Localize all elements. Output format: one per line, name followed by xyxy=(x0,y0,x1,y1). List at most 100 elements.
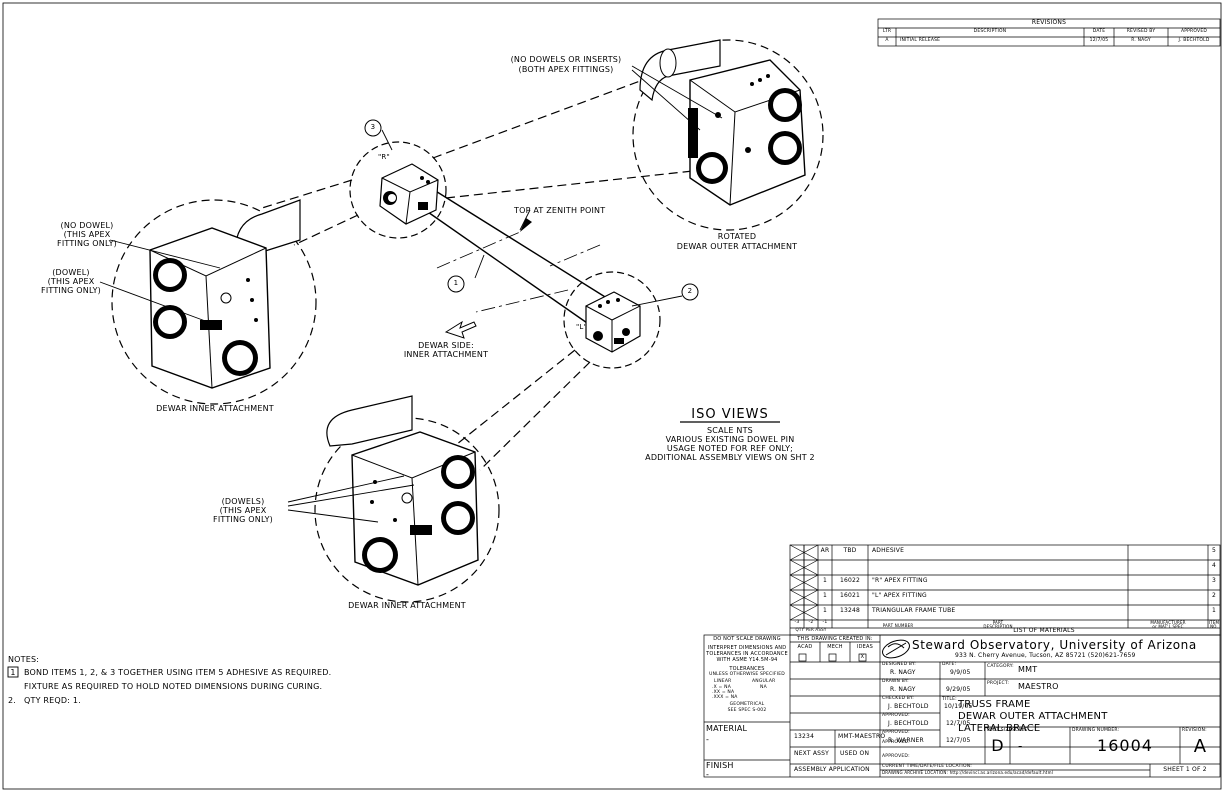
label-r: "R" xyxy=(378,153,390,161)
material-value: - xyxy=(706,735,710,744)
note-dowel-line2: (THIS APEX xyxy=(47,277,95,286)
title-block-grid xyxy=(703,634,1221,778)
rev-header-date: DATE xyxy=(1092,29,1106,34)
bom-row-3-desc: "R" APEX FITTING xyxy=(872,577,928,584)
iso-line-4: ADDITIONAL ASSEMBLY VIEWS ON SHT 2 xyxy=(645,453,815,462)
bom-row-4-desc: "L" APEX FITTING xyxy=(872,592,927,599)
approved4-label: APPROVED: xyxy=(882,754,910,759)
bom-row-3-qty: 1 xyxy=(822,577,828,584)
angular-value: NA xyxy=(760,685,767,690)
created-in-label: THIS DRAWING CREATED IN: xyxy=(797,636,873,642)
l-apex-fitting xyxy=(585,291,641,353)
rev-header-revised-by: REVISED BY xyxy=(1126,29,1156,34)
note-2-text: QTY REQD: 1. xyxy=(24,696,81,705)
list-of-materials: LIST OF MATERIALS xyxy=(1013,627,1075,634)
assembly-application: ASSEMBLY APPLICATION xyxy=(794,766,870,773)
organization-name: Steward Observatory, University of Arizo… xyxy=(912,638,1197,652)
checked-label: CHECKED BY: xyxy=(882,696,914,701)
approved3-label: APPROVED: xyxy=(882,740,910,745)
next-assy-value: 13234 xyxy=(794,733,815,740)
r-apex-fitting xyxy=(379,163,439,225)
bottom-inner-attachment-view xyxy=(326,395,479,586)
plot-size-label: PLOT SIZE xyxy=(987,728,1012,733)
bom-desc-header-2: DESCRIPTION xyxy=(983,624,1013,629)
steward-logo-icon xyxy=(882,639,910,659)
detail-circle-left xyxy=(111,199,317,405)
bom-row-1-desc: ADHESIVE xyxy=(872,547,905,554)
rev-date: 12/7/05 xyxy=(1089,38,1109,43)
dewar-side-line1: DEWAR SIDE: xyxy=(418,341,474,350)
used-on-label: USED ON xyxy=(840,750,870,757)
note-dowel-line3: FITTING ONLY) xyxy=(41,286,101,295)
finish-value: - xyxy=(706,770,710,779)
iso-line-2: VARIOUS EXISTING DOWEL PIN xyxy=(665,435,795,444)
interpret-line-2: TOLERANCES IN ACCORDANCE xyxy=(706,651,788,657)
tol-x: .X = NA xyxy=(712,685,731,690)
bom-row-5-item: 1 xyxy=(1211,607,1217,614)
unless-specified: UNLESS OTHERWISE SPECIFIED xyxy=(709,672,785,677)
rev-revised-by: R. NAGY xyxy=(1131,38,1151,43)
bom-dash-3: -3 xyxy=(794,620,800,625)
bom-item-header-2: NO. xyxy=(1210,624,1218,629)
interpret-line-3: WITH ASME Y14.5M-94 xyxy=(716,657,778,663)
iso-views-title: ISO VIEWS xyxy=(691,407,769,422)
current-time-label: CURRENT TIME/DATE/FILE LOCATION: xyxy=(882,764,972,769)
sheet-number: SHEET 1 OF 2 xyxy=(1163,766,1207,773)
title-line-2: DEWAR OUTER ATTACHMENT xyxy=(958,711,1108,722)
bom-item-header-1: ITEM xyxy=(1208,620,1220,625)
cad-ideas: IDEAS xyxy=(856,644,874,650)
rotated-outer-attachment-view xyxy=(639,39,806,206)
approved2-date: 12/7/05 xyxy=(946,737,971,744)
note-top-zenith: TOP AT ZENITH POINT xyxy=(514,206,606,215)
drawing-number: 16004 xyxy=(1097,736,1153,755)
note-dowels-line3: FITTING ONLY) xyxy=(213,515,273,524)
title-line-1: TRUSS FRAME xyxy=(958,699,1031,710)
drawn-label: DRAWN BY: xyxy=(882,679,909,684)
note-dowels-line1: (DOWELS) xyxy=(221,497,265,506)
rotated-caption-line1: ROTATED xyxy=(717,232,757,241)
bom-row-4-item: 2 xyxy=(1211,592,1217,599)
bom-row-5-desc: TRIANGULAR FRAME TUBE xyxy=(872,607,956,614)
bom-row-2-item: 4 xyxy=(1211,562,1217,569)
tol-xx: .XX = NA xyxy=(712,690,735,695)
drawn-date: 9/29/05 xyxy=(946,686,971,693)
cad-acad: ACAD xyxy=(797,644,813,650)
callout-label-3: 3 xyxy=(370,123,376,131)
bom-mfr-header-1: MANUFACTURER xyxy=(1150,620,1186,625)
checked-by: J. BECHTOLD xyxy=(888,703,929,710)
left-inner-attachment-view xyxy=(149,199,301,389)
note-2-number: 2. xyxy=(8,696,17,705)
archive-location: DRAWING ARCHIVE LOCATION: http://devinci… xyxy=(882,770,1053,775)
designed-by: R. NAGY xyxy=(890,669,916,676)
organization-address: 933 N. Cherry Avenue, Tucson, AZ 85721 (… xyxy=(955,652,1136,659)
note-1-continued: FIXTURE AS REQUIRED TO HOLD NOTED DIMENS… xyxy=(24,682,323,691)
linear-label: LINEAR xyxy=(714,679,732,684)
spec-label: SEE SPEC S-002 xyxy=(727,708,767,713)
geometrical-label: GEOMETRICAL xyxy=(729,702,765,707)
note-no-dowels-line2: (BOTH APEX FITTINGS) xyxy=(518,65,614,74)
bom-dash-1: -1 xyxy=(822,620,828,625)
dewar-side-line2: INNER ATTACHMENT xyxy=(403,350,489,359)
bom-row-4-qty: 1 xyxy=(822,592,828,599)
revision-value: A xyxy=(1193,736,1207,757)
used-on-value: MMT-MAESTRO xyxy=(838,733,886,740)
note-1-number: 1 xyxy=(10,668,16,677)
callout-label-1: 1 xyxy=(453,279,459,287)
scale-label: SCALE: xyxy=(1012,728,1030,733)
callout-balloon-3 xyxy=(364,119,382,137)
cad-mech: MECH xyxy=(827,644,843,650)
bom-row-1-part: TBD xyxy=(843,547,857,554)
bom-row-5-qty: 1 xyxy=(822,607,828,614)
project-value: MAESTRO xyxy=(1018,682,1059,691)
revision-label: REVISION: xyxy=(1182,728,1207,733)
note-1-text: BOND ITEMS 1, 2, & 3 TOGETHER USING ITEM… xyxy=(24,668,332,677)
caption-left-view: DEWAR INNER ATTACHMENT xyxy=(156,404,274,413)
rev-description: INITIAL RELEASE xyxy=(900,38,941,43)
bom-row-3-part: 16022 xyxy=(839,577,861,584)
cad-ideas-checked: X xyxy=(860,654,865,660)
bom-part-header: PART NUMBER xyxy=(882,623,914,628)
revisions-grid xyxy=(877,18,1221,47)
note-dowel-line1: (DOWEL) xyxy=(52,268,90,277)
rev-header-description: DESCRIPTION xyxy=(973,29,1007,34)
bom-qty-header: QTY PER ASSY xyxy=(795,627,827,632)
